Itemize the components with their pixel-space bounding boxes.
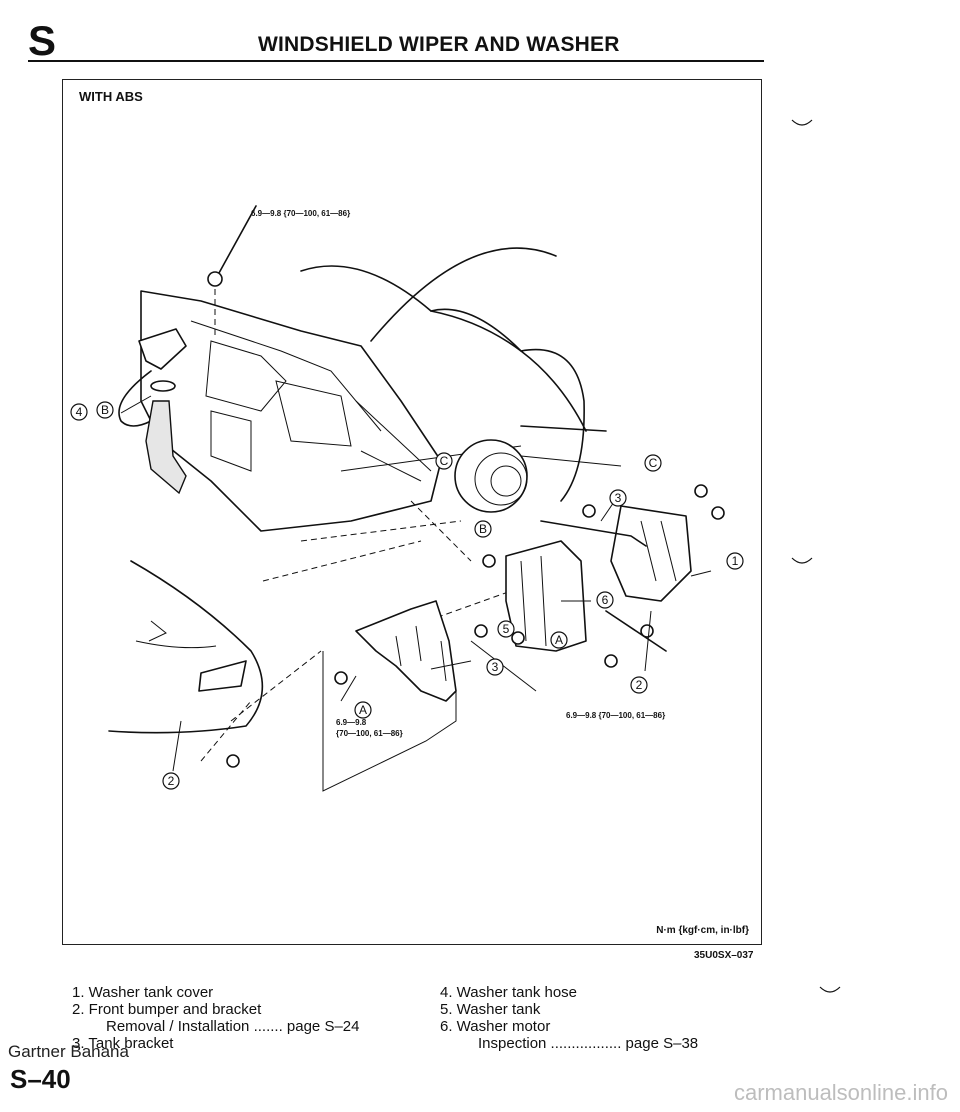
page-number: S–40 <box>10 1064 71 1094</box>
watermark: carmanualsonline.info <box>733 1080 948 1105</box>
margin-mark-icon <box>791 119 813 126</box>
legend-item-tank-bracket: 3. Tank bracket <box>72 1035 174 1052</box>
legend-left: 1. Washer tank cover 2. Front bumper and… <box>72 984 359 1052</box>
callout-3-top: 3 <box>609 489 627 507</box>
svg-text:4: 4 <box>76 405 83 419</box>
svg-text:3: 3 <box>615 491 622 505</box>
legend-item-washer-motor: 6. Washer motor <box>440 1018 551 1035</box>
margin-mark-icon <box>819 986 841 993</box>
callout-c-center: C <box>435 452 453 470</box>
callout-2-right: 2 <box>630 676 648 694</box>
svg-text:C: C <box>440 454 449 468</box>
tank-bracket-left <box>355 600 457 702</box>
callout-b-left: B <box>96 401 114 419</box>
callout-4: 4 <box>70 403 88 421</box>
callout-6: 6 <box>596 591 614 609</box>
legend-item-removal-ref: Removal / Installation ....... page S–24 <box>106 1018 360 1035</box>
svg-text:1: 1 <box>732 554 739 568</box>
washer-tank <box>505 540 587 652</box>
front-bumper <box>108 560 264 734</box>
svg-text:C: C <box>649 456 658 470</box>
callout-c-right: C <box>644 454 662 472</box>
washer-hose <box>118 370 152 427</box>
margin-mark-icon <box>791 557 813 564</box>
callout-a-right: A <box>550 631 568 649</box>
svg-text:B: B <box>479 522 487 536</box>
legend-item-front-bumper: 2. Front bumper and bracket <box>72 1001 262 1018</box>
legend-item-washer-tank: 5. Washer tank <box>440 1001 541 1018</box>
callout-5: 5 <box>497 620 515 638</box>
inner-panel <box>140 290 442 532</box>
svg-text:B: B <box>101 403 109 417</box>
callout-b-center: B <box>474 520 492 538</box>
svg-text:5: 5 <box>503 622 510 636</box>
callout-2-left: 2 <box>162 772 180 790</box>
title-rule <box>28 60 764 62</box>
torque-label-bottom-right: 6.9—9.8 {70—100, 61—86} <box>566 711 665 720</box>
page-title: WINDSHIELD WIPER AND WASHER <box>258 33 620 56</box>
svg-text:2: 2 <box>168 774 175 788</box>
top-bolt-icon <box>207 271 223 287</box>
fender-arch <box>430 308 587 432</box>
torque-units-label: N·m {kgf·cm, in·lbf} <box>656 925 749 936</box>
legend-item-inspection-ref: Inspection ................. page S–38 <box>478 1035 699 1052</box>
figure-code: 35U0SX–037 <box>694 950 754 961</box>
section-letter: S <box>28 17 57 64</box>
tank-cover <box>610 505 692 602</box>
svg-text:A: A <box>359 703 367 717</box>
svg-text:6: 6 <box>602 593 609 607</box>
figure-label: WITH ABS <box>79 89 143 104</box>
torque-label-bottom-left-1: 6.9—9.8 <box>336 718 367 727</box>
legend-item-washer-tank-cover: 1. Washer tank cover <box>72 984 214 1001</box>
legend-right: 4. Washer tank hose 5. Washer tank 6. Wa… <box>440 984 698 1052</box>
svg-text:3: 3 <box>492 660 499 674</box>
figure-frame: WITH ABS <box>62 79 762 945</box>
footer-brand: Gartner Banana <box>8 1042 129 1061</box>
brake-booster <box>454 439 528 513</box>
torque-label-top: 6.9—9.8 {70—100, 61—86} <box>251 209 350 218</box>
svg-text:2: 2 <box>636 678 643 692</box>
filler-neck <box>145 400 187 495</box>
svg-text:A: A <box>555 633 563 647</box>
callout-1: 1 <box>726 552 744 570</box>
callout-3-bottom: 3 <box>486 658 504 676</box>
torque-label-bottom-left-2: {70—100, 61—86} <box>336 729 403 738</box>
washer-cap <box>138 328 187 370</box>
legend-item-washer-tank-hose: 4. Washer tank hose <box>440 984 578 1001</box>
exploded-view-diagram: 1 2 2 3 3 4 5 6 A A B B C C 6.9—9.8 {70—… <box>70 205 744 792</box>
callout-a-left: A <box>354 701 372 719</box>
